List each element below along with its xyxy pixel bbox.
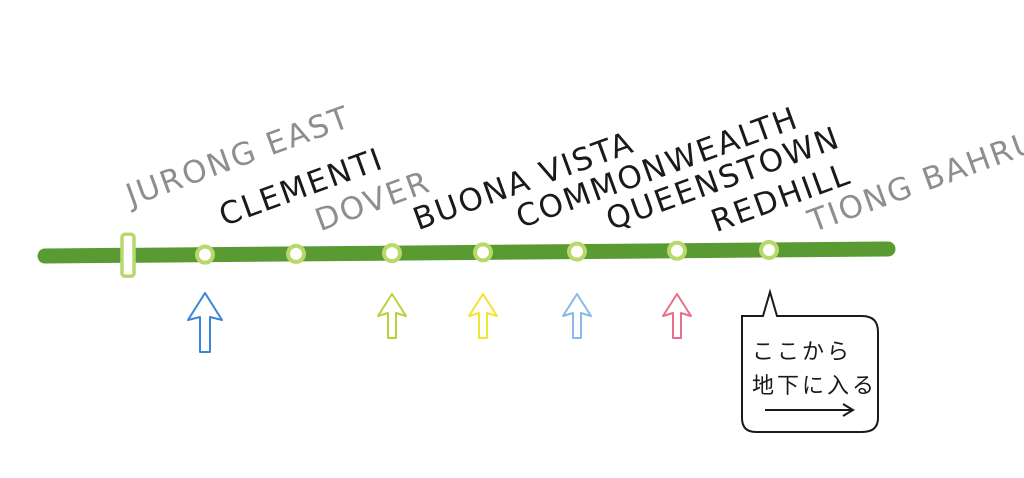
callout-line-2: 地下に入る bbox=[752, 374, 878, 399]
up-arrow-icon bbox=[468, 293, 498, 339]
station-marker bbox=[473, 242, 493, 263]
station-marker bbox=[567, 241, 587, 262]
callout-line-1: ここから bbox=[752, 340, 853, 365]
up-arrow-icon bbox=[377, 293, 407, 339]
up-arrow-icon bbox=[662, 293, 692, 339]
station-marker bbox=[667, 240, 687, 261]
callout-bubble bbox=[741, 288, 879, 433]
station-marker bbox=[286, 243, 306, 264]
up-arrow-icon bbox=[187, 292, 223, 353]
right-arrow-icon bbox=[765, 403, 855, 417]
station-marker bbox=[759, 239, 779, 260]
station-marker bbox=[195, 244, 215, 265]
interchange-marker bbox=[120, 232, 136, 279]
station-marker bbox=[382, 243, 402, 264]
rail-line bbox=[37, 241, 896, 264]
up-arrow-icon bbox=[562, 293, 592, 339]
